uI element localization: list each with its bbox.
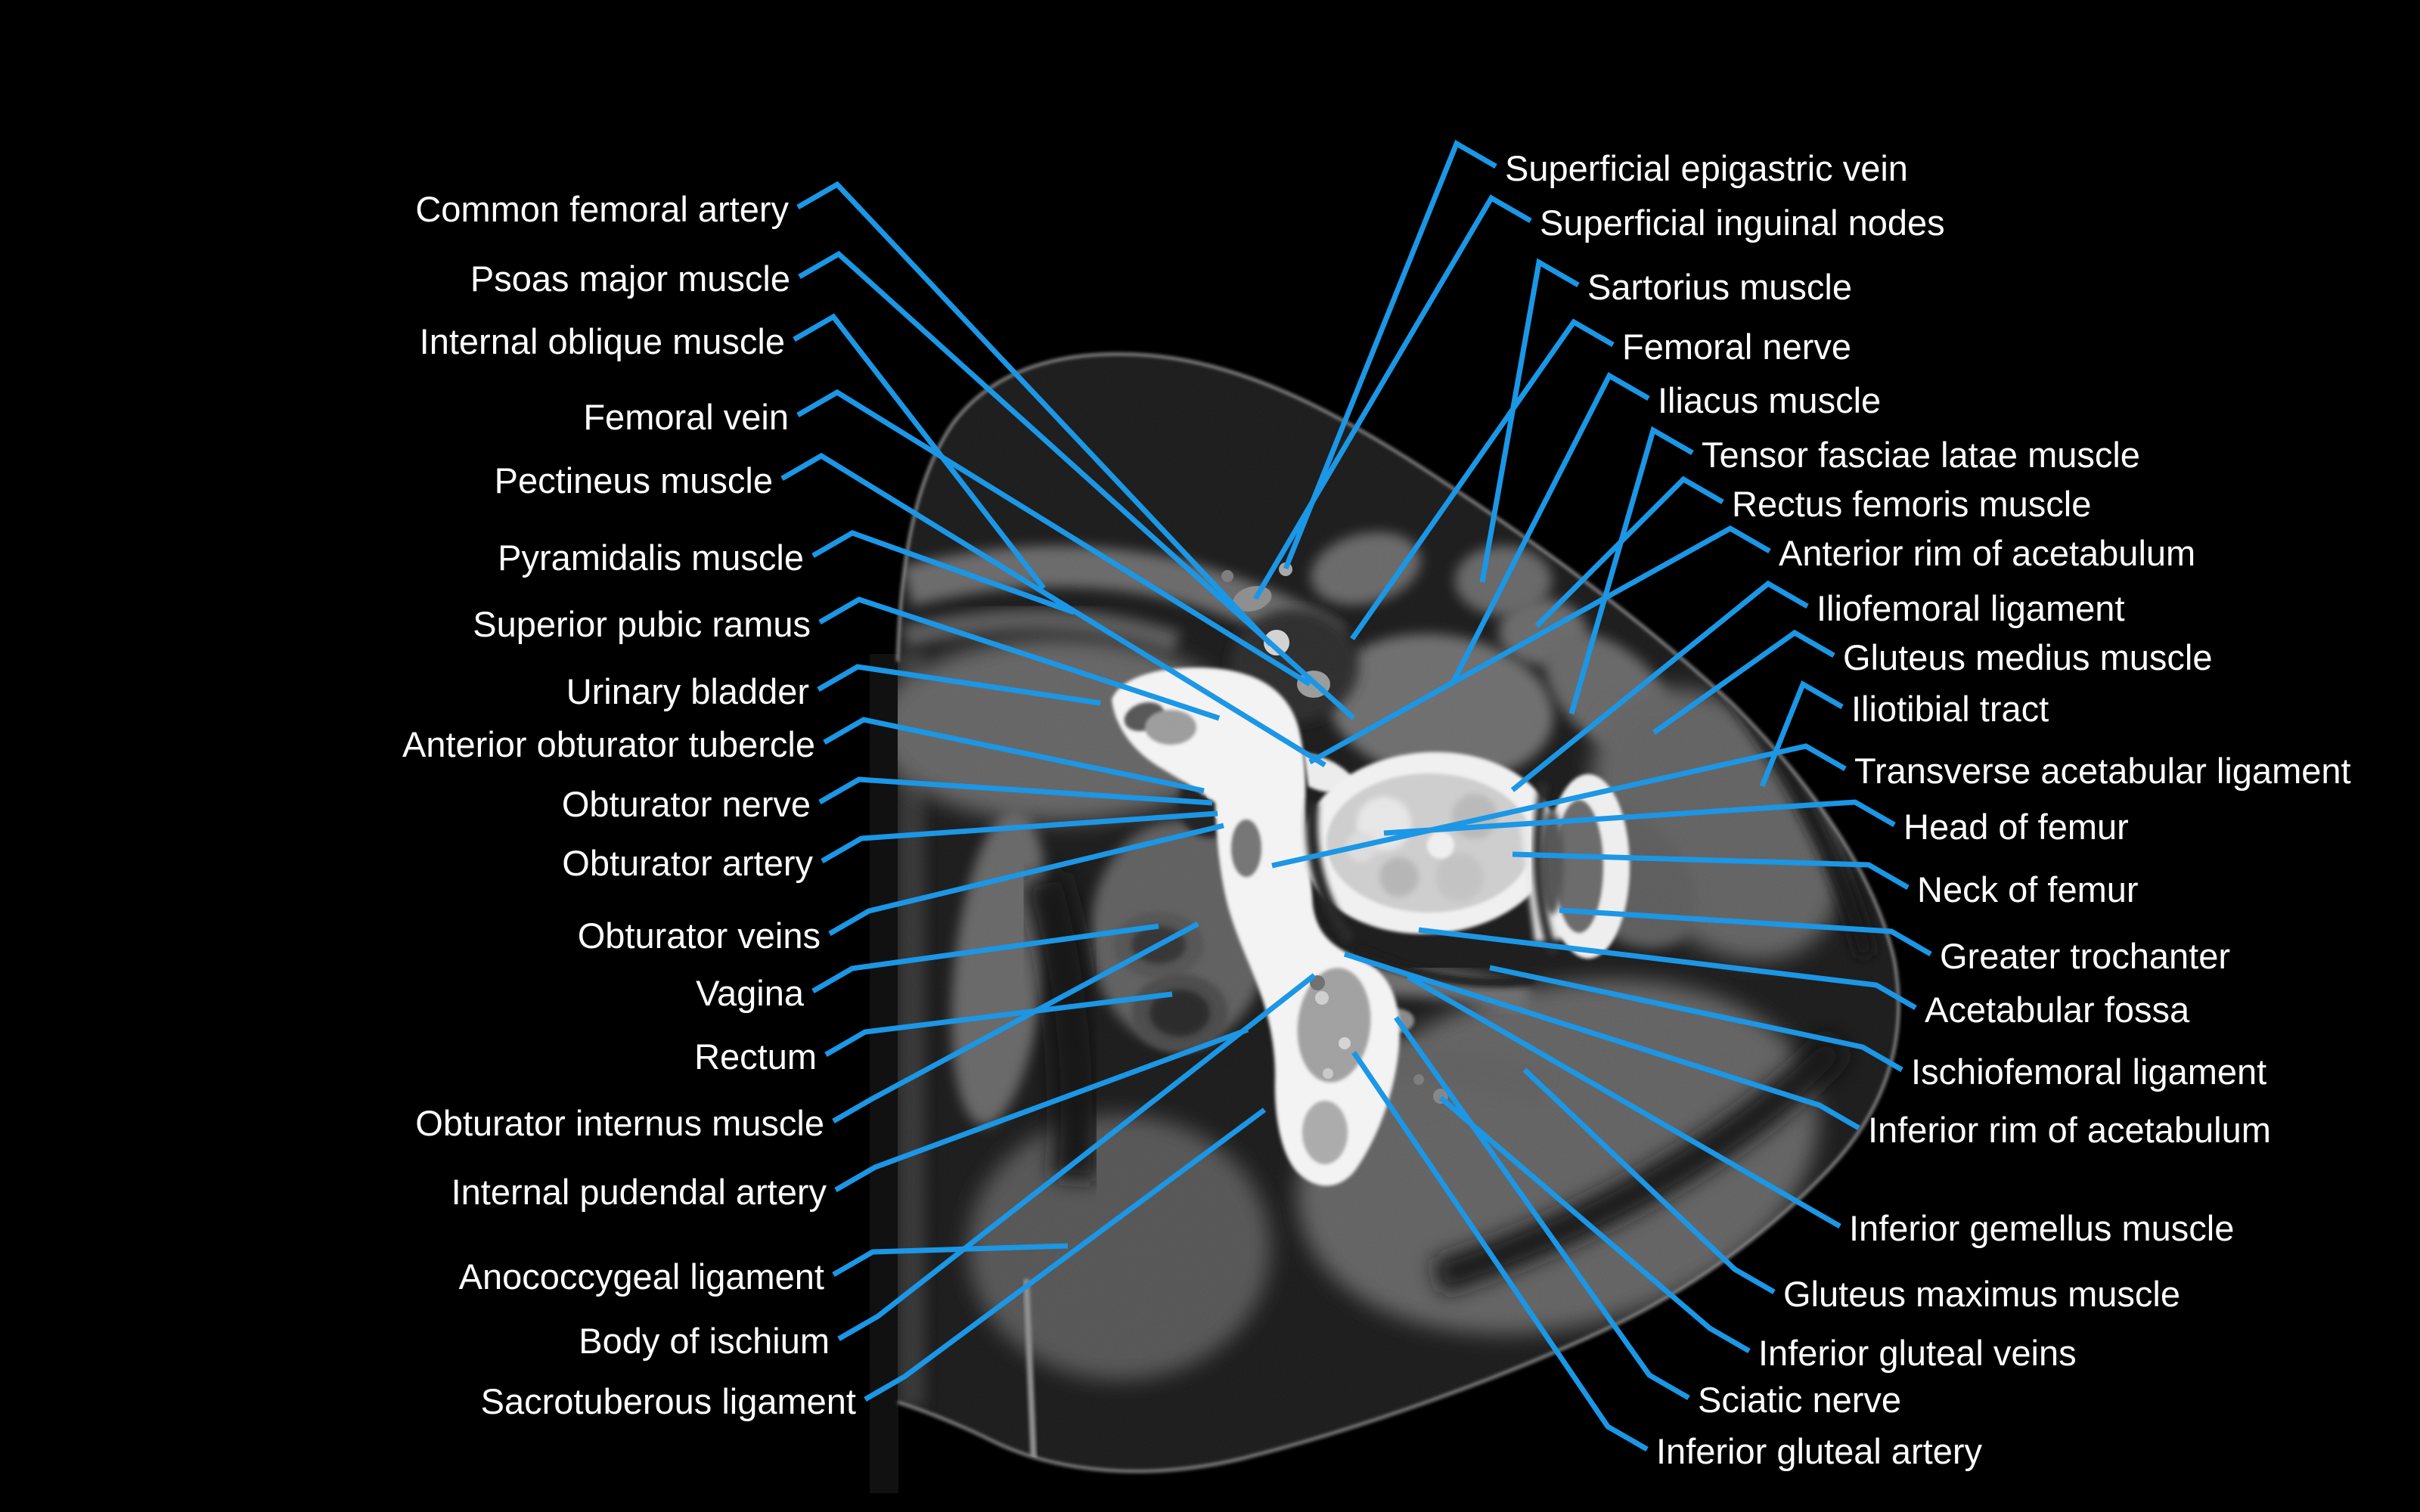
anatomy-label: Internal oblique muscle <box>419 321 785 362</box>
fov-edge-strip <box>870 654 898 1493</box>
anatomy-label: Iliofemoral ligament <box>1817 588 2125 629</box>
anatomy-label: Pectineus muscle <box>494 460 773 501</box>
leader-line <box>1512 851 1910 891</box>
leader-line <box>864 1108 1267 1402</box>
anatomy-label: Ischiofemoral ligament <box>1911 1052 2267 1092</box>
leader-line <box>811 923 1159 994</box>
leader-line <box>780 452 1326 767</box>
anatomy-label: Head of femur <box>1903 807 2129 847</box>
anatomy-label: Anterior obturator tubercle <box>402 724 815 765</box>
anatomy-label: Neck of femur <box>1917 869 2139 910</box>
leader-line <box>1438 1095 1751 1354</box>
anatomy-label: Sacrotuberous ligament <box>480 1381 856 1422</box>
anatomy-label: Inferior gluteal artery <box>1656 1431 1983 1472</box>
anatomy-label: Vagina <box>696 973 804 1014</box>
body-outline <box>896 352 1900 1473</box>
leader-line <box>834 1027 1249 1193</box>
leader-line <box>1394 1015 1690 1401</box>
anatomy-label: Common femoral artery <box>415 189 789 230</box>
anatomy-label: Obturator nerve <box>561 784 811 825</box>
anatomy-label: Tensor fasciae latae muscle <box>1702 435 2140 476</box>
leader-line <box>1559 907 1932 957</box>
leader-line <box>1343 951 1860 1131</box>
anatomy-label: Femoral vein <box>583 397 789 438</box>
anatomy-label: Sciatic nerve <box>1698 1380 1902 1421</box>
leader-line <box>798 250 1356 720</box>
anatomy-label: Obturator artery <box>562 843 813 884</box>
anatomy-label: Urinary bladder <box>566 671 809 712</box>
leader-line <box>818 596 1221 721</box>
leader-line <box>793 313 1046 590</box>
anatomy-label: Greater trochanter <box>1940 936 2231 977</box>
anatomy-label: Superficial inguinal nodes <box>1540 203 1945 243</box>
leader-line <box>796 181 1273 646</box>
anatomy-label: Anterior rim of acetabulum <box>1779 533 2196 574</box>
leader-line <box>832 921 1199 1124</box>
leader-line <box>811 530 1075 615</box>
anatomy-label: Body of ischium <box>579 1321 830 1362</box>
leader-line <box>823 717 1205 794</box>
anatomy-label: Psoas major muscle <box>470 259 790 299</box>
anatomy-label: Rectum <box>694 1036 817 1077</box>
anatomy-label: Transverse acetabular ligament <box>1854 751 2351 792</box>
anatomy-label: Obturator internus muscle <box>415 1103 824 1144</box>
anatomy-label: Superficial epigastric vein <box>1505 148 1908 189</box>
leader-line <box>832 1243 1069 1278</box>
anatomy-label: Iliotibial tract <box>1851 689 2049 730</box>
leader-line <box>1489 965 1903 1073</box>
leader-line <box>1510 580 1809 792</box>
anatomy-label: Gluteus medius muscle <box>1843 637 2213 678</box>
anatomy-label: Gluteus maximus muscle <box>1783 1274 2180 1315</box>
leader-line <box>1449 372 1650 686</box>
anatomy-label: Femoral nerve <box>1622 327 1851 367</box>
anatomy-label: Rectus femoris muscle <box>1732 484 2092 525</box>
leader-line <box>1479 258 1580 583</box>
leader-line <box>1351 1051 1649 1452</box>
leader-line <box>824 991 1173 1058</box>
leader-line <box>817 664 1101 706</box>
leader-line <box>1308 525 1771 765</box>
leader-line <box>1407 974 1841 1229</box>
leader-line <box>1418 927 1917 1011</box>
anatomy-label: Inferior gemellus muscle <box>1849 1208 2235 1249</box>
anatomy-label: Iliacus muscle <box>1658 380 1882 421</box>
anatomy-label: Sartorius muscle <box>1587 267 1852 308</box>
leader-line <box>818 776 1213 806</box>
leader-line <box>1522 1067 1776 1295</box>
anatomy-label: Superior pubic ramus <box>473 604 811 645</box>
leader-line <box>1568 426 1694 714</box>
leader-line <box>828 823 1224 937</box>
leader-line <box>1652 629 1835 735</box>
anatomy-label: Pyramidalis muscle <box>498 538 804 578</box>
leader-line <box>1350 318 1615 641</box>
anatomy-label: Anococcygeal ligament <box>458 1256 824 1297</box>
leader-line <box>837 973 1317 1342</box>
leader-line <box>796 389 1311 686</box>
anatomy-label: Inferior rim of acetabulum <box>1868 1110 2271 1151</box>
anatomy-label: Internal pudendal artery <box>451 1172 827 1213</box>
leader-line <box>821 810 1218 864</box>
leader-line <box>1534 476 1724 628</box>
leader-line <box>1271 743 1847 869</box>
anatomy-label: Obturator veins <box>577 916 821 956</box>
leader-line <box>1283 139 1497 570</box>
leader-line <box>1383 799 1896 836</box>
anatomy-label: Acetabular fossa <box>1925 990 2190 1030</box>
leader-line <box>1252 194 1532 600</box>
anatomy-label: Inferior gluteal veins <box>1758 1333 2077 1374</box>
